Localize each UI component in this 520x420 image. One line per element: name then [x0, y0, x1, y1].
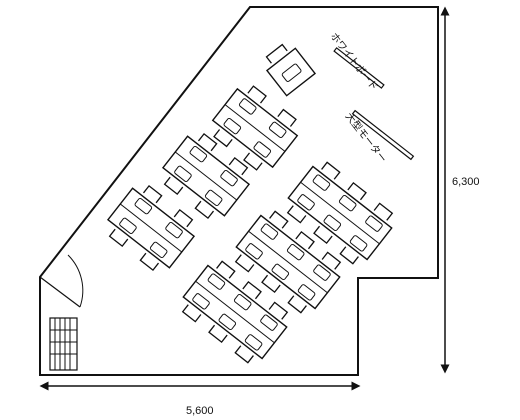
chair-icon	[173, 208, 194, 228]
laptop-icon	[312, 174, 331, 191]
chair-icon	[139, 252, 160, 272]
door-swing-icon	[39, 254, 84, 308]
desk-layer	[106, 43, 394, 364]
desk-group-right-3	[286, 161, 394, 265]
chair-icon	[339, 246, 359, 265]
laptop-icon	[149, 241, 168, 259]
chair-icon	[208, 324, 228, 344]
chair-icon	[347, 181, 367, 201]
laptop-icon	[260, 223, 279, 240]
laptop-icon	[365, 215, 383, 232]
chair-icon	[265, 43, 288, 64]
chair-icon	[216, 260, 236, 279]
laptop-icon	[313, 264, 331, 281]
laptop-icon	[223, 117, 242, 135]
chair-icon	[163, 176, 184, 196]
laptop-icon	[207, 273, 226, 290]
desk-group-left-2	[161, 132, 251, 220]
chair-icon	[108, 228, 129, 248]
chair-icon	[313, 225, 333, 245]
chair-icon	[269, 210, 289, 229]
chair-icon	[194, 200, 215, 220]
chair-icon	[277, 108, 297, 127]
laptop-icon	[238, 98, 257, 115]
height-label: 6,300	[452, 176, 480, 188]
chair-icon	[213, 129, 233, 148]
chair-icon	[234, 345, 254, 364]
laptop-icon	[297, 194, 315, 211]
monitor-icon	[351, 109, 415, 161]
laptop-icon	[134, 197, 153, 215]
chair-icon	[286, 205, 307, 224]
chair-icon	[321, 161, 341, 180]
whiteboard-label: ホワイトボード	[328, 30, 381, 93]
chair-icon	[373, 202, 394, 221]
desk-group-right-1	[181, 260, 289, 364]
laptop-icon	[204, 189, 223, 207]
chair-icon	[247, 85, 267, 104]
laptop-icon	[218, 313, 237, 331]
chair-icon	[228, 156, 249, 176]
laptop-icon	[286, 243, 305, 261]
chair-icon	[321, 251, 342, 270]
chair-icon	[142, 184, 163, 204]
chair-icon	[243, 152, 263, 171]
desk-group-left-3	[211, 85, 299, 171]
laptop-icon	[253, 141, 272, 158]
chair-icon	[197, 132, 218, 152]
stairs-icon	[49, 317, 78, 371]
room-outline	[39, 6, 439, 376]
laptop-icon	[233, 293, 252, 311]
laptop-icon	[189, 145, 208, 163]
presenter-desk	[265, 43, 317, 97]
laptop-icon	[349, 235, 368, 252]
laptop-icon	[244, 334, 263, 351]
laptop-icon	[268, 121, 287, 139]
desk-group-left-1	[106, 184, 196, 272]
laptop-icon	[297, 284, 316, 301]
laptop-icon	[281, 63, 302, 82]
laptop-icon	[119, 217, 137, 235]
laptop-icon	[192, 293, 210, 310]
laptop-icon	[174, 165, 192, 183]
whiteboard-icon	[333, 47, 385, 89]
laptop-icon	[260, 314, 278, 331]
laptop-icon	[165, 221, 183, 239]
chair-icon	[181, 304, 202, 323]
laptop-icon	[220, 169, 238, 187]
chair-icon	[295, 230, 315, 250]
laptop-icon	[338, 194, 357, 212]
desk-group-right-2	[234, 210, 342, 314]
chair-icon	[242, 280, 262, 300]
laptop-icon	[245, 243, 263, 260]
chair-icon	[261, 274, 281, 294]
chair-icon	[268, 301, 289, 320]
chair-icon	[234, 254, 255, 273]
chair-icon	[287, 295, 307, 314]
width-label: 5,600	[186, 405, 214, 417]
laptop-icon	[271, 263, 290, 281]
laptop-icon	[323, 214, 342, 232]
